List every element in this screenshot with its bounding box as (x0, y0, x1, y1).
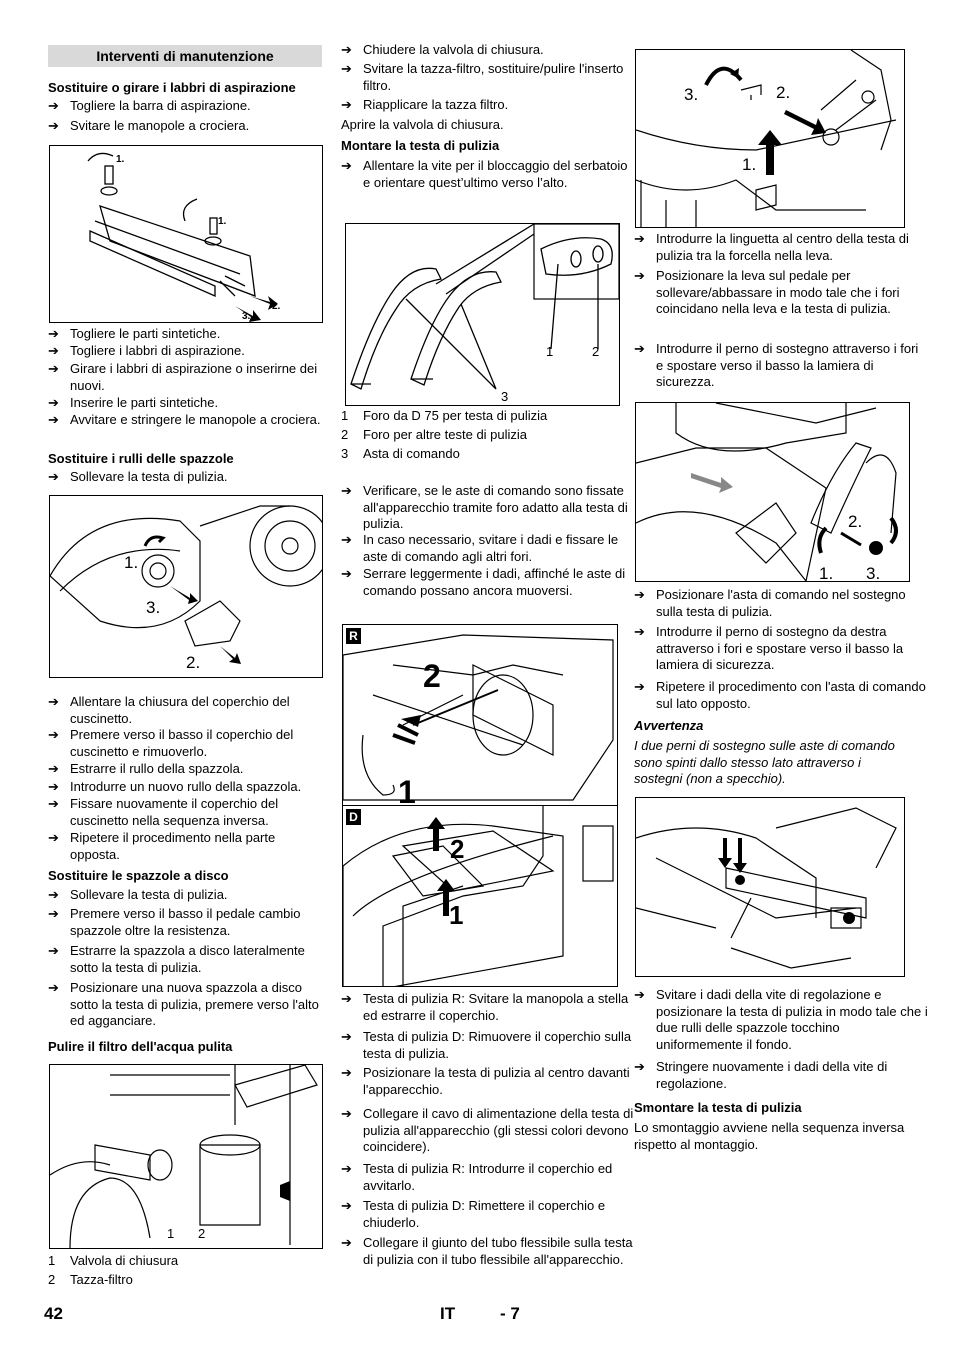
step: Svitare la tazza-filtro, sostituire/puli… (341, 61, 625, 94)
step: Ripetere il procedimento con l'asta di c… (634, 679, 928, 712)
step: Svitare le manopole a crociera. (48, 118, 344, 135)
heading-rulli: Sostituire i rulli delle spazzole (48, 451, 234, 466)
heading-smontare: Smontare la testa di pulizia (634, 1100, 802, 1115)
step: Estrarre la spazzola a disco lateralment… (48, 943, 326, 976)
fig2-label: 2. (186, 653, 200, 672)
step: Sollevare la testa di pulizia. (48, 469, 344, 486)
step: Posizionare la leva sul pedale per solle… (634, 268, 928, 318)
fig6-label: 2. (776, 83, 790, 102)
step: Togliere la barra di aspirazione. (48, 98, 344, 115)
step: Testa di pulizia R: Svitare la manopola … (341, 991, 637, 1024)
figure-lever: 3. 2. 1. (635, 49, 905, 228)
step: Introdurre un nuovo rullo della spazzola… (48, 779, 344, 796)
fig5-step-number: 2 (450, 834, 464, 864)
paragraph: Lo smontaggio avviene nella sequenza inv… (634, 1120, 905, 1152)
step: Posizionare la testa di pulizia al centr… (341, 1065, 637, 1098)
fig2-label: 3. (146, 598, 160, 617)
legend-text: Foro per altre teste di pulizia (363, 427, 528, 442)
heading-labbri: Sostituire o girare i labbri di aspirazi… (48, 80, 296, 95)
step: Stringere nuovamente i dadi della vite d… (634, 1059, 928, 1092)
step: Introdurre il perno di sostegno da destr… (634, 624, 928, 674)
step: Premere verso il basso il pedale cambio … (48, 906, 326, 939)
note-text: I due perni di sostegno sulle aste di co… (634, 738, 895, 786)
fig3-label: 1 (167, 1226, 174, 1241)
fig1-label: 1. (116, 154, 125, 165)
step: Inserire le parti sintetiche. (48, 395, 344, 412)
fig7-label: 3. (866, 564, 880, 581)
heading-montare: Montare la testa di pulizia (341, 138, 500, 153)
fig5-step-number: 1 (398, 774, 416, 807)
step: Testa di pulizia R: Introdurre il coperc… (341, 1161, 637, 1194)
step: Togliere i labbri di aspirazione. (48, 343, 344, 360)
figure-cleaning-head-D: 2 1 D (342, 805, 618, 987)
flag-D: D (346, 809, 361, 825)
fig4-label: 1 (546, 344, 553, 359)
figure-control-rods: 1 2 3 (345, 223, 620, 406)
legend-text: Valvola di chiusura (70, 1253, 179, 1268)
fig1-label: 2. (272, 301, 281, 312)
legend-number: 2 (48, 1272, 56, 1287)
fig4-label: 2 (592, 344, 599, 359)
step: Testa di pulizia D: Rimettere il coperch… (341, 1198, 637, 1231)
fig4-label: 3 (501, 389, 508, 404)
figure-suction-bar: 1. 1. 2. 3. (49, 145, 323, 323)
fig7-label: 2. (848, 512, 862, 531)
language-code: IT (440, 1304, 456, 1323)
step: Ripetere il procedimento nella parte opp… (48, 830, 326, 863)
figure-water-filter: 1 2 (49, 1064, 323, 1249)
step: Allentare la vite per il bloccaggio del … (341, 158, 637, 191)
fig3-label: 2 (198, 1226, 205, 1241)
step: Collegare il giunto del tubo flessibile … (341, 1235, 637, 1268)
step: Collegare il cavo di alimentazione della… (341, 1106, 637, 1156)
legend-number: 2 (341, 427, 349, 442)
figure-brush-roller: 1. 3. 2. (49, 495, 323, 678)
legend-number: 3 (341, 446, 349, 461)
step: Testa di pulizia D: Rimuovere il coperch… (341, 1029, 637, 1062)
legend-text: Tazza-filtro (70, 1272, 133, 1287)
figure-cleaning-head-R: 2 1 R (342, 624, 618, 808)
step: Togliere le parti sintetiche. (48, 326, 344, 343)
step: Introdurre la linguetta al centro della … (634, 231, 928, 264)
heading-spazzole-disco: Sostituire le spazzole a disco (48, 868, 229, 883)
step: Posizionare una nuova spazzola a disco s… (48, 980, 326, 1030)
step: Premere verso il basso il coperchio del … (48, 727, 344, 760)
section-box-title: Interventi di manutenzione (48, 45, 322, 67)
fig5-step-number: 1 (449, 900, 463, 930)
figure-pins (635, 797, 905, 977)
page-number: 42 (44, 1304, 63, 1323)
step: Posizionare l'asta di comando nel sosteg… (634, 587, 928, 620)
step: Avvitare e stringere le manopole a croci… (48, 412, 326, 429)
step: Verificare, se le aste di comando sono f… (341, 483, 637, 533)
step: Svitare i dadi della vite di regolazione… (634, 987, 928, 1053)
legend-text: Foro da D 75 per testa di pulizia (363, 408, 548, 423)
fig2-label: 1. (124, 553, 138, 572)
paragraph: Aprire la valvola di chiusura. (341, 117, 504, 132)
flag-R: R (346, 628, 361, 644)
legend-text: Asta di comando (363, 446, 460, 461)
legend-number: 1 (341, 408, 349, 423)
note-title: Avvertenza (634, 718, 704, 733)
step: Sollevare la testa di pulizia. (48, 887, 344, 904)
step: Introdurre il perno di sostegno attraver… (634, 341, 928, 391)
step: Girare i labbri di aspirazione o inserir… (48, 361, 326, 394)
step: Estrarre il rullo della spazzola. (48, 761, 344, 778)
fig5-step-number: 2 (423, 658, 441, 694)
fig6-label: 1. (742, 155, 756, 174)
step: Allentare la chiusura del coperchio del … (48, 694, 344, 727)
fig1-label: 1. (218, 216, 227, 227)
step: In caso necessario, svitare i dadi e fis… (341, 532, 637, 565)
step: Serrare leggermente i dadi, affinché le … (341, 566, 637, 599)
section-page: - 7 (500, 1304, 520, 1323)
figure-support-pin: 2. 1. 3. (635, 402, 910, 582)
fig6-label: 3. (684, 85, 698, 104)
heading-filtro: Pulire il filtro dell'acqua pulita (48, 1039, 233, 1054)
fig1-label: 3. (242, 311, 251, 322)
step: Riapplicare la tazza filtro. (341, 97, 637, 114)
step: Fissare nuovamente il coperchio del cusc… (48, 796, 326, 829)
step: Chiudere la valvola di chiusura. (341, 42, 637, 59)
fig7-label: 1. (819, 564, 833, 581)
legend-number: 1 (48, 1253, 56, 1268)
